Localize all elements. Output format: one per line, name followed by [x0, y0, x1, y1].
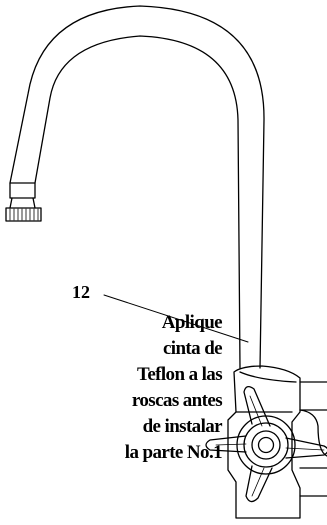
aerator-connector	[9, 197, 36, 209]
side-arm-curve	[299, 409, 327, 457]
spout-outer-wall	[9, 5, 265, 369]
body-shoulder	[239, 371, 297, 383]
handle-arm-right	[285, 437, 327, 459]
handle-hub-inner	[251, 430, 281, 460]
faucet-body	[227, 365, 301, 519]
handle-hub-ring	[243, 422, 289, 468]
handle-arm-upper	[243, 385, 271, 427]
callout-leader-line	[103, 294, 249, 343]
spout-tip	[9, 182, 36, 199]
callout-instruction-text: Aplique cinta de Teflon a las roscas ant…	[124, 312, 223, 463]
callout-number: 12	[72, 282, 90, 302]
handle-hub-center	[257, 436, 275, 454]
aerator	[5, 207, 42, 222]
handle-arm-left	[205, 435, 247, 453]
aerator-ribs	[9, 208, 39, 221]
spout-inner-wall	[34, 35, 241, 369]
side-arm-upper	[299, 381, 327, 411]
handle-arm-lower	[245, 465, 273, 503]
handle-hub-outer	[236, 415, 296, 475]
side-arm-lower	[299, 467, 327, 497]
handle-arm-detail	[215, 395, 325, 497]
